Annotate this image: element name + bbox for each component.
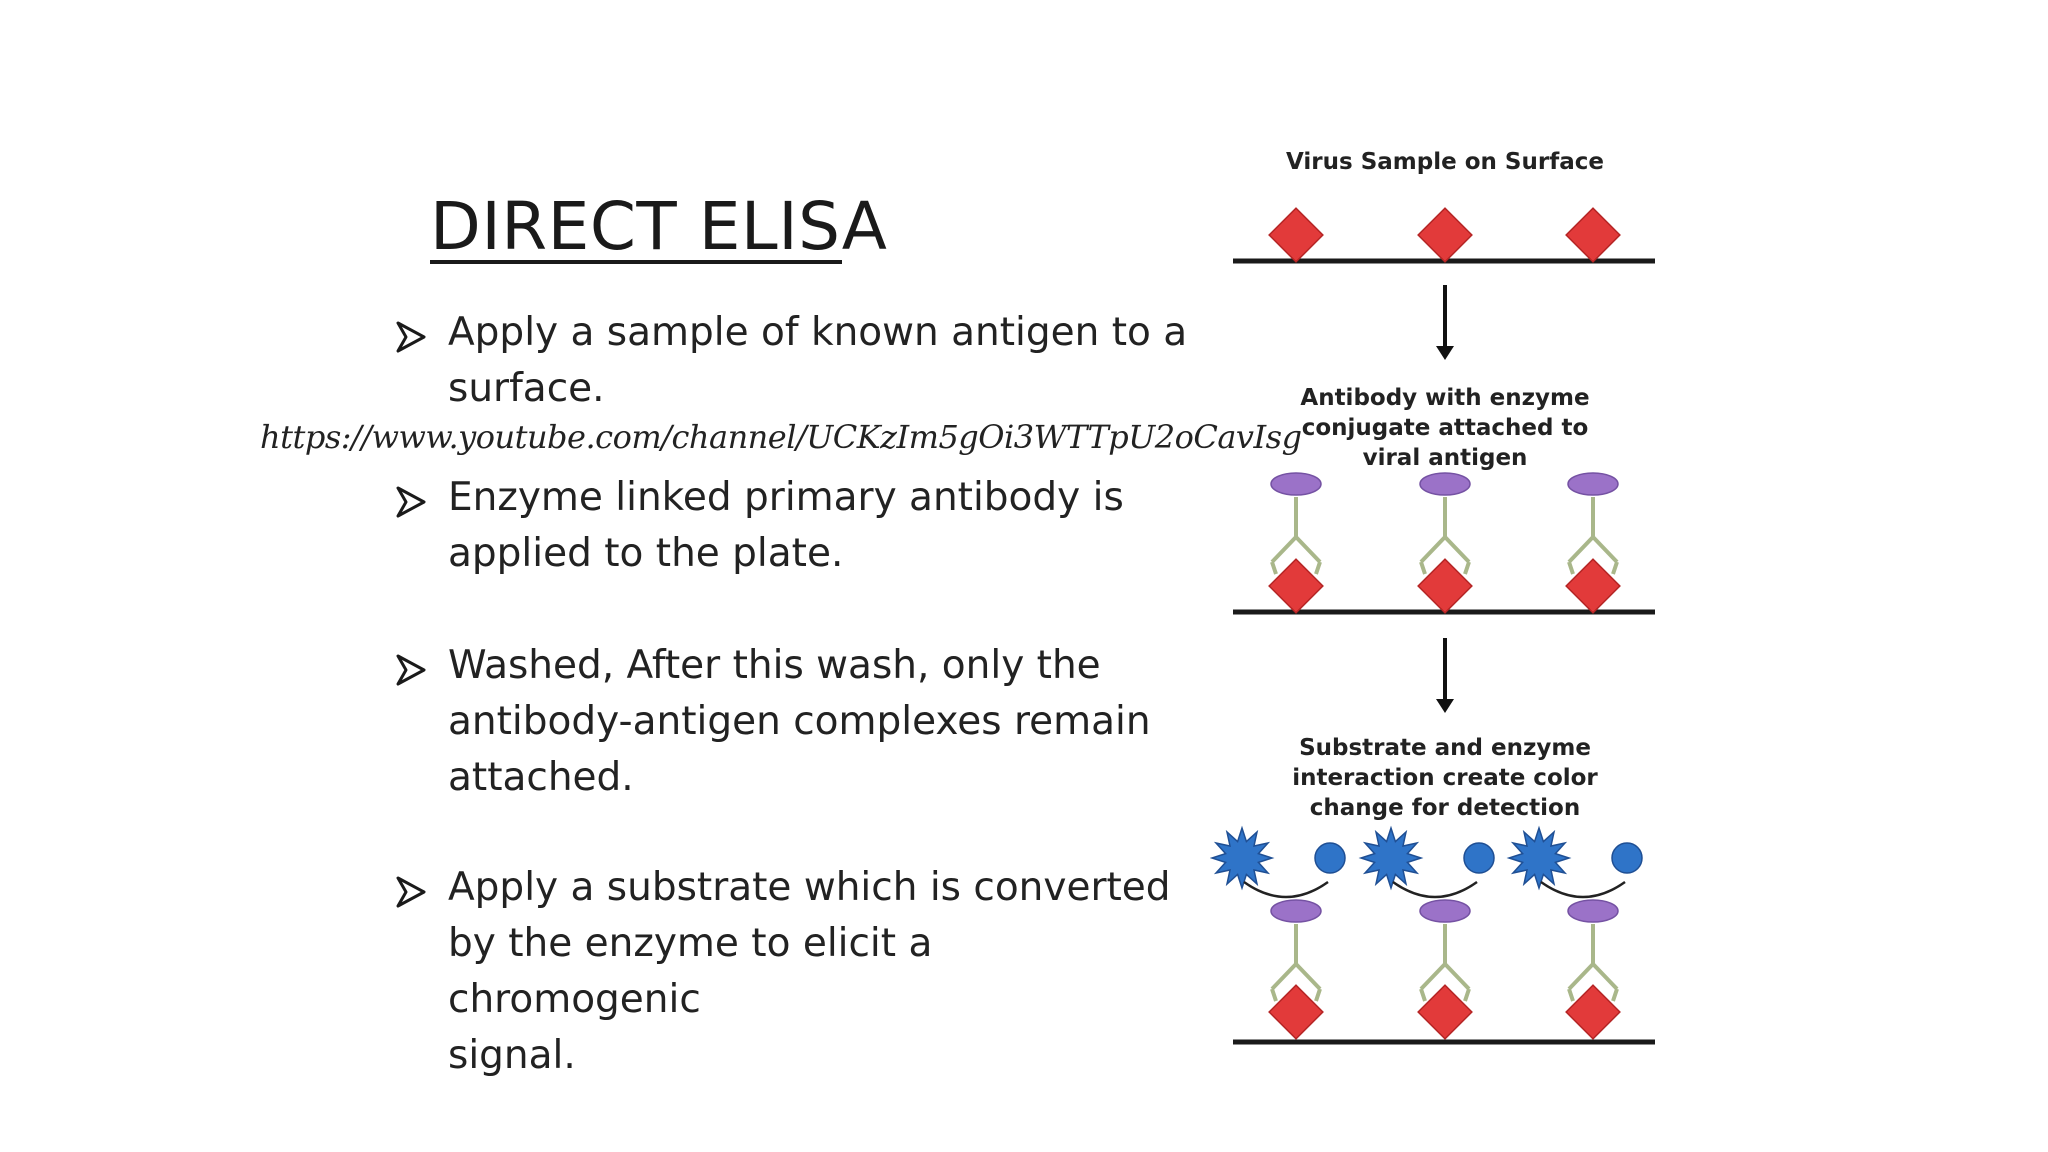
- bullet-2-line-2: applied to the plate.: [448, 531, 844, 576]
- diagram-graphics: [1210, 207, 1655, 1045]
- antibody-arm: [1567, 962, 1595, 991]
- product-star: [1358, 825, 1424, 891]
- bullet-4-line-1: Apply a substrate which is converted: [448, 865, 1171, 910]
- substrate-circle: [1611, 842, 1643, 874]
- reaction-arc: [1540, 880, 1626, 899]
- antibody-arm: [1270, 561, 1278, 575]
- antibody-arm: [1270, 962, 1298, 991]
- elisa-diagram: Virus Sample on Surface Antibody with en…: [1210, 130, 1680, 1060]
- step3-label-line-3: change for detection: [1309, 795, 1581, 821]
- step1-label: Virus Sample on Surface: [1286, 149, 1604, 175]
- antibody-arm: [1314, 988, 1322, 1002]
- enzyme-ellipse: [1270, 899, 1322, 923]
- reaction-arc: [1243, 880, 1329, 899]
- antibody-arm: [1419, 535, 1447, 564]
- substrate-circle: [1314, 842, 1346, 874]
- antibody-arm: [1567, 561, 1575, 575]
- bullet-4-line-3: signal.: [448, 1033, 576, 1078]
- step3-label: Substrate and enzyme interaction create …: [1210, 733, 1680, 823]
- source-url: https://www.youtube.com/channel/UCKzIm5g…: [260, 418, 1302, 456]
- enzyme-ellipse: [1567, 899, 1619, 923]
- antibody-arm: [1443, 962, 1471, 991]
- title-underline: [430, 260, 842, 264]
- slide-title: DIRECT ELISA: [430, 188, 888, 265]
- antibody-arm: [1567, 988, 1575, 1002]
- product-star: [1210, 825, 1275, 891]
- step2-label: Antibody with enzyme conjugate attached …: [1210, 383, 1680, 473]
- antibody-arm: [1591, 535, 1619, 564]
- antigen-diamond: [1417, 558, 1473, 614]
- antigen-diamond: [1417, 984, 1473, 1040]
- bullet-item-4: Apply a substrate which is converted by …: [394, 860, 1194, 1084]
- antigen-diamond: [1565, 558, 1621, 614]
- antibody-arm: [1294, 535, 1322, 564]
- bullet-3-line-1: Washed, After this wash, only the: [448, 643, 1101, 688]
- bullet-arrow-icon: [396, 486, 426, 518]
- enzyme-ellipse: [1270, 472, 1322, 496]
- bullet-arrow-icon: [396, 321, 426, 353]
- antibody-arm: [1270, 535, 1298, 564]
- antigen-diamond: [1565, 207, 1621, 263]
- substrate-circle: [1463, 842, 1495, 874]
- reaction-arc: [1392, 880, 1478, 899]
- product-star: [1506, 825, 1572, 891]
- antibody-arm: [1314, 561, 1322, 575]
- bullet-1-line-2: surface.: [448, 366, 605, 411]
- enzyme-ellipse: [1419, 472, 1471, 496]
- bullet-item-2: Enzyme linked primary antibody is applie…: [394, 470, 1194, 582]
- step2-label-line-3: viral antigen: [1362, 445, 1528, 471]
- bullet-item-1: Apply a sample of known antigen to a sur…: [394, 305, 1194, 417]
- antigen-diamond: [1417, 207, 1473, 263]
- step3-label-line-1: Substrate and enzyme: [1299, 735, 1591, 761]
- antigen-diamond: [1268, 558, 1324, 614]
- bullet-arrow-icon: [396, 654, 426, 686]
- antibody-arm: [1270, 988, 1278, 1002]
- enzyme-ellipse: [1419, 899, 1471, 923]
- antibody-arm: [1294, 962, 1322, 991]
- bullet-3-line-2: antibody-antigen complexes remain: [448, 699, 1151, 744]
- step2-label-line-2: conjugate attached to: [1301, 415, 1589, 441]
- antibody-arm: [1419, 561, 1427, 575]
- bullet-arrow-icon: [396, 876, 426, 908]
- antigen-diamond: [1268, 207, 1324, 263]
- antibody-arm: [1463, 561, 1471, 575]
- antibody-arm: [1443, 535, 1471, 564]
- antigen-diamond: [1268, 984, 1324, 1040]
- antibody-arm: [1591, 962, 1619, 991]
- flow-arrow-1-head: [1436, 346, 1454, 360]
- bullet-3-line-3: attached.: [448, 755, 634, 800]
- antigen-diamond: [1565, 984, 1621, 1040]
- bullet-1-line-1: Apply a sample of known antigen to a: [448, 310, 1188, 355]
- bullet-4-line-2: by the enzyme to elicit a chromogenic: [448, 921, 933, 1022]
- bullet-item-3: Washed, After this wash, only the antibo…: [394, 638, 1194, 806]
- antibody-arm: [1611, 561, 1619, 575]
- antibody-arm: [1419, 962, 1447, 991]
- step3-label-line-2: interaction create color: [1292, 765, 1598, 791]
- antibody-arm: [1611, 988, 1619, 1002]
- antibody-arm: [1567, 535, 1595, 564]
- step2-label-line-1: Antibody with enzyme: [1300, 385, 1590, 411]
- enzyme-ellipse: [1567, 472, 1619, 496]
- antibody-arm: [1463, 988, 1471, 1002]
- bullet-2-line-1: Enzyme linked primary antibody is: [448, 475, 1124, 520]
- antibody-arm: [1419, 988, 1427, 1002]
- flow-arrow-2-head: [1436, 699, 1454, 713]
